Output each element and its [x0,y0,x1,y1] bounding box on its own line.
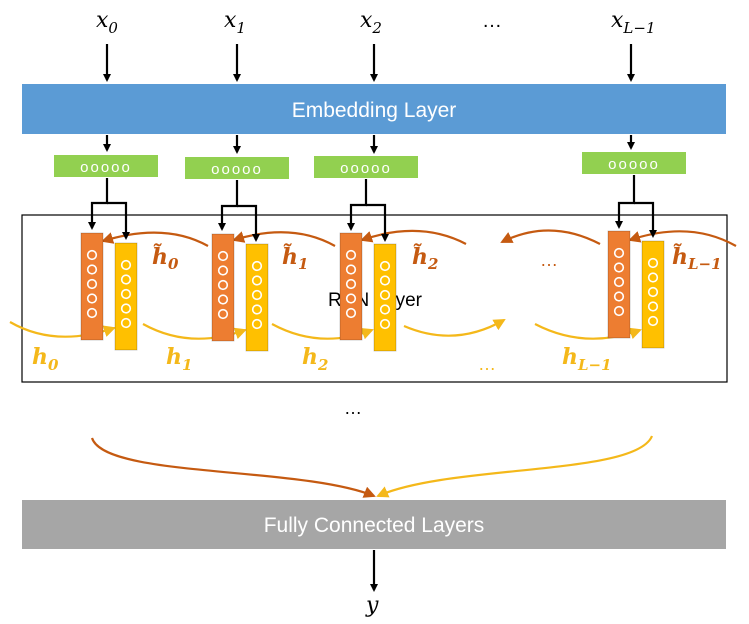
forward-state-label-1: h1 [166,344,192,374]
backward-state-label-L-1: h̃L−1 [672,244,722,273]
svg-text:ooooo: ooooo [608,156,660,173]
input-ellipsis: … [482,10,502,32]
embedding-vector-0: ooooo [54,155,158,177]
embedding-layer-band [22,84,726,134]
svg-text:ooooo: ooooo [340,160,392,177]
input-labels: x0 x1 x2 … xL−1 [96,8,656,37]
input-arrows [103,44,635,82]
rnn-cells [80,230,665,352]
backward-rnn-cell-0 [80,232,104,341]
forward-state-ellipsis: … [478,354,496,374]
backward-state-label-0: h̃0 [152,244,179,273]
forward-state-labels: h0 h1 h2 … hL−1 [32,344,612,374]
embedding-vector-1: ooooo [185,157,289,179]
forward-rnn-cell-1 [245,243,269,352]
svg-text:ooooo: ooooo [211,161,263,178]
fully-connected-label: Fully Connected Layers [264,514,485,537]
forward-state-arrows [9,319,642,340]
fully-connected-band [22,500,726,549]
forward-state-label-0: h0 [32,344,59,374]
forward-rnn-cell-2 [373,243,397,352]
backward-aggregation-arrow [90,437,376,498]
backward-state-ellipsis: … [540,250,558,270]
backward-state-label-2: h̃2 [412,244,438,273]
forward-rnn-cell-L-1 [641,240,665,349]
forward-state-label-2: h2 [302,344,328,374]
input-label-x0: x0 [96,8,118,37]
backward-state-label-1: h̃1 [282,244,308,273]
input-label-x2: x2 [360,8,382,37]
rnn-layer-box [21,214,728,383]
forward-aggregation-arrow [376,435,654,498]
embedding-vector-L-1: ooooo [582,152,686,174]
backward-rnn-cell-L-1 [607,230,631,339]
cell-input-arrows [88,175,657,242]
stacked-layers-ellipsis: … [344,398,362,418]
backward-state-arrows [101,229,737,247]
backward-state-labels: h̃0 h̃1 h̃2 … h̃L−1 [152,244,722,273]
embedding-output-arrows [103,135,635,154]
output-label: y [365,593,379,618]
backward-rnn-cell-1 [211,233,235,342]
forward-state-label-L-1: hL−1 [562,344,612,374]
backward-rnn-cell-2 [339,232,363,341]
input-label-xL-1: xL−1 [611,8,656,37]
input-label-x1: x1 [224,8,246,37]
svg-text:ooooo: ooooo [80,159,132,176]
aggregation-arrows [90,435,654,498]
embedding-layer-label: Embedding Layer [292,99,457,122]
embedding-vectors: ooooo ooooo ooooo ooooo [54,152,686,179]
forward-rnn-cell-0 [114,242,138,351]
embedding-vector-2: ooooo [314,156,418,178]
